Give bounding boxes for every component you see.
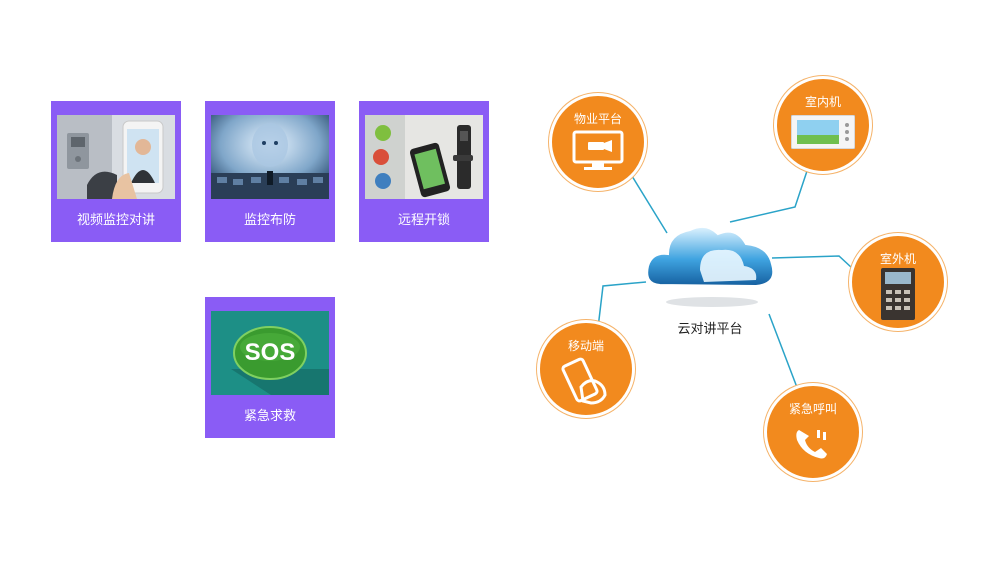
surveillance-photo [211,115,329,199]
feature-card-label: 监控布防 [243,213,296,228]
feature-card-label: 视频监控对讲 [76,213,155,228]
node-label: 室内机 [804,95,841,109]
cloud-icon [646,225,775,307]
monitor-camera-icon [570,130,626,176]
feature-card-unlock[interactable]: 远程开锁 [359,101,489,242]
feature-card-sos[interactable]: SOS 紧急求救 [205,297,335,438]
feature-card-video[interactable]: 视频监控对讲 [51,101,181,242]
remote-unlock-photo [365,115,483,199]
node-label: 紧急呼叫 [788,402,837,416]
node-property-platform[interactable]: 物业平台 [549,93,647,191]
feature-card-monitor[interactable]: 监控布防 [205,101,335,242]
hand-phone-icon [561,357,611,409]
node-indoor-unit[interactable]: 室内机 [774,76,872,174]
node-mobile[interactable]: 移动端 [537,320,635,418]
indoor-unit-icon [790,114,856,153]
node-label: 室外机 [879,252,916,266]
phone-call-icon [791,424,835,466]
feature-card-label: 远程开锁 [397,213,450,228]
sos-text: SOS [244,339,296,366]
outdoor-unit-icon [881,268,915,324]
node-outdoor-unit[interactable]: 室外机 [849,233,947,331]
node-label: 移动端 [567,339,604,353]
hub-label: 云对讲平台 [677,322,743,337]
video-intercom-photo [57,115,175,199]
node-label: 物业平台 [573,112,622,126]
sos-badge: SOS [211,311,329,395]
feature-card-label: 紧急求救 [243,409,296,424]
node-emergency-call[interactable]: 紧急呼叫 [764,383,862,481]
